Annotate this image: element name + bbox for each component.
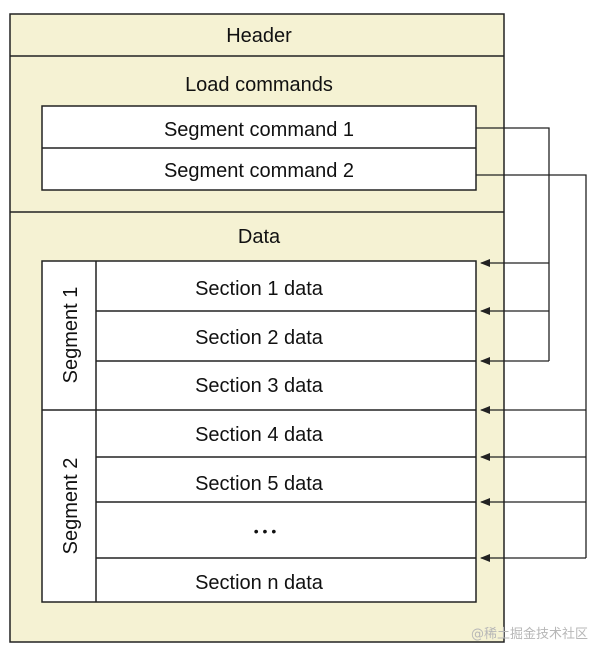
section-label: Section 3 data xyxy=(195,375,324,397)
watermark: @稀土掘金技术社区 xyxy=(470,627,588,642)
ellipsis-label: • • • xyxy=(254,523,277,539)
section-label: Section 5 data xyxy=(195,473,324,495)
segment-1-label: Segment 1 xyxy=(60,287,82,384)
header-label: Header xyxy=(226,25,292,47)
segment-2-label: Segment 2 xyxy=(60,458,82,555)
segment-command-1: Segment command 1 xyxy=(164,119,354,141)
segment-command-1-connector xyxy=(476,127,550,365)
section-label: Section 2 data xyxy=(195,327,324,349)
section-label: Section 1 data xyxy=(195,278,324,300)
load-commands-label: Load commands xyxy=(185,74,333,96)
segment-command-2: Segment command 2 xyxy=(164,160,354,182)
data-label: Data xyxy=(238,226,281,248)
section-label: Section 4 data xyxy=(195,424,324,446)
section-label: Section n data xyxy=(195,572,324,594)
segments-box xyxy=(41,260,477,603)
segment-command-2-connector xyxy=(476,174,587,562)
